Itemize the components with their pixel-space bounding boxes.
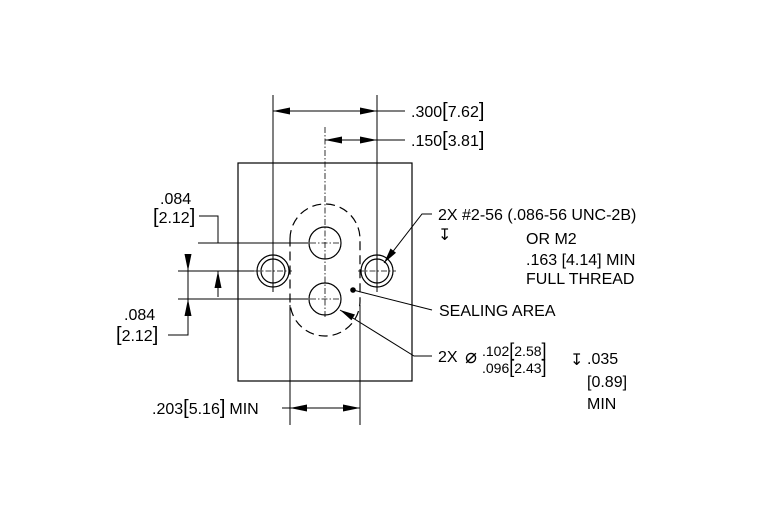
dim-left-lower-value: .084 [124, 307, 155, 324]
hole-tol-upper: .102[2.58] [482, 340, 547, 360]
center-hole-lower [308, 282, 342, 316]
dim-top-300-value: .300[7.62] [411, 100, 484, 122]
thread-line-3: .163 [4.14] MIN [526, 252, 635, 269]
thread-depth-symbol: ↧ [438, 227, 451, 244]
hole-callout: 2X ⌀ .102[2.58] .096[2.43] ↧ .035 [0.89]… [438, 340, 627, 413]
diameter-symbol: ⌀ [465, 346, 477, 368]
part-outline [237, 162, 413, 382]
dim-top-150: .150[3.81] [325, 129, 484, 151]
dim-bottom-203: .203[5.16]MIN [152, 305, 361, 425]
hole-depth-symbol: ↧ [570, 352, 583, 369]
hole-depth-suffix: MIN [587, 396, 616, 413]
thread-line-1: 2X #2-56 (.086-56 UNC-2B) [438, 207, 636, 224]
leader-sealing [350, 287, 433, 311]
dim-top-300: .300[7.62] [273, 100, 484, 122]
hole-tol-lower: .096[2.43] [482, 357, 547, 377]
thread-line-2: OR M2 [526, 231, 577, 248]
sealing-area-label: SEALING AREA [439, 303, 556, 320]
hole-depth: .035 [587, 351, 618, 368]
dim-left-lower-mm: [2.12] [116, 324, 158, 346]
thread-line-4: FULL THREAD [526, 271, 634, 288]
dim-left-upper-mm: [2.12] [153, 206, 195, 228]
dim-left-middle [184, 254, 192, 316]
leader-hole [339, 309, 432, 357]
dim-left-upper-value: .084 [160, 191, 191, 208]
sealing-area-outline [289, 203, 361, 337]
dim-left-upper: .084 [2.12] [153, 191, 222, 297]
hole-prefix: 2X [438, 349, 458, 366]
dim-bottom-value: .203[5.16]MIN [152, 397, 259, 419]
dim-top-150-value: .150[3.81] [411, 129, 484, 151]
thread-callout: 2X #2-56 (.086-56 UNC-2B) ↧ OR M2 .163 [… [438, 207, 636, 288]
dim-left-lower: .084 [2.12] [116, 307, 189, 346]
hole-depth-mm: [0.89] [587, 374, 627, 391]
leader-thread [383, 213, 432, 264]
